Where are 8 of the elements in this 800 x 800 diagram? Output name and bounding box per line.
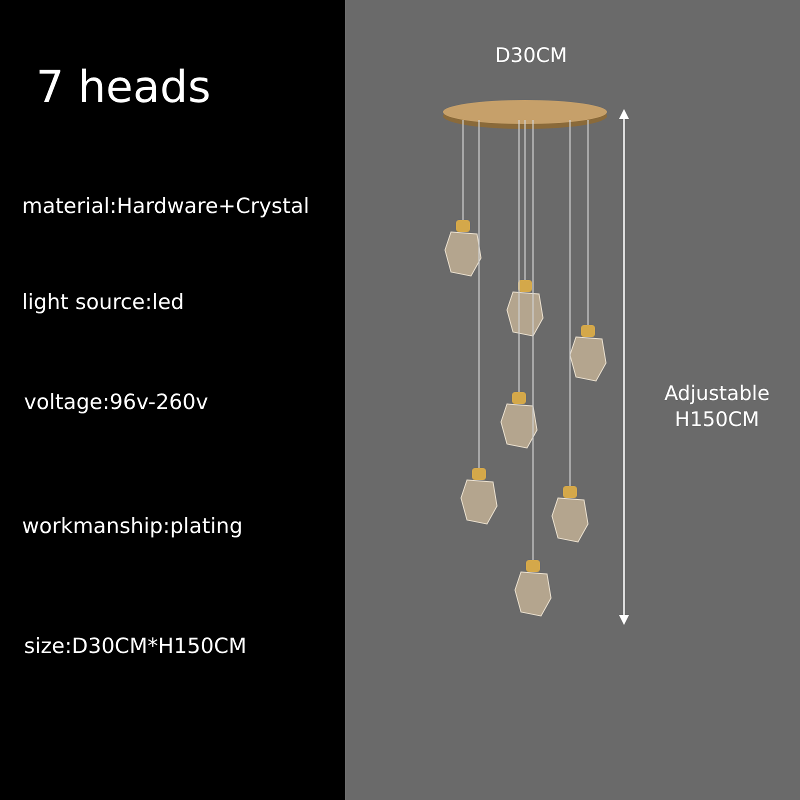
heading: 7 heads	[36, 62, 211, 113]
spec-text: material:Hardware+Crystal	[22, 194, 310, 218]
dimension-label: D30CM	[495, 43, 568, 67]
spec-text: voltage:96v-260v	[24, 390, 208, 414]
spec-text: workmanship:plating	[22, 514, 243, 538]
dimension-label: Adjustable H150CM	[663, 380, 771, 432]
spec-text: light source:led	[22, 290, 184, 314]
spec-text: size:D30CM*H150CM	[24, 634, 247, 658]
